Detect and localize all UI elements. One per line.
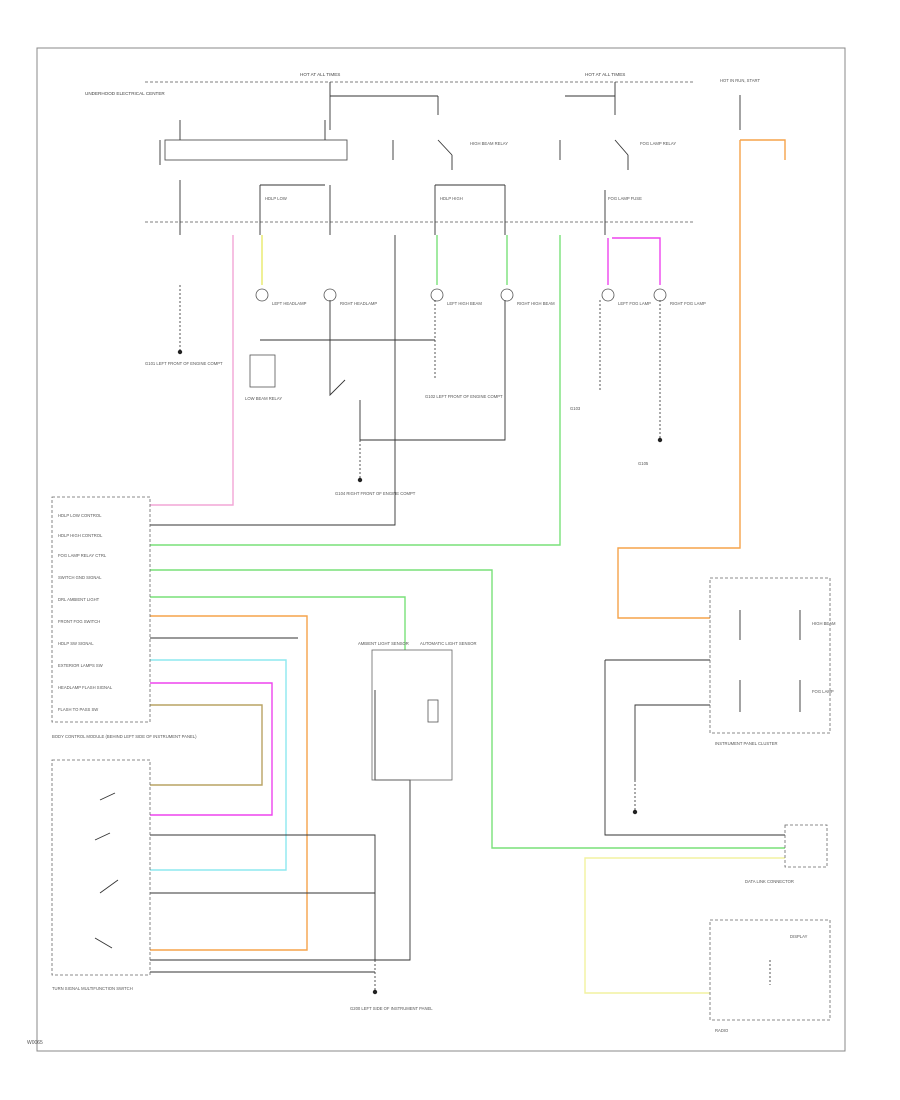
lamp-left-fog <box>601 288 615 302</box>
relay-switch-1 <box>437 139 453 156</box>
wire-black-return <box>359 300 506 441</box>
footer-code: W0065 <box>27 1040 43 1046</box>
relay-box-label-low: LOW BEAM RELAY <box>245 396 282 401</box>
bcm-pin-8: EXTERIOR LAMPS SW <box>58 663 103 668</box>
wire-green-bcm-fog <box>150 235 561 546</box>
relay-box-low <box>249 354 276 388</box>
hot-in-run-label: HOT IN RUN, START <box>720 78 760 83</box>
switch-label: TURN SIGNAL MULTIFUNCTION SWITCH <box>52 986 133 991</box>
dlc-label: DATA LINK CONNECTOR <box>745 879 794 884</box>
relay-switch-2 <box>614 139 629 156</box>
radio-label: RADIO <box>715 1028 729 1033</box>
bcm-pin-3: FOG LAMP RELAY CTRL <box>58 553 107 558</box>
hot-label-2: HOT AT ALL TIMES <box>585 72 625 77</box>
wire-black-ipc-2 <box>604 660 785 836</box>
ground-dot-7 <box>372 989 378 995</box>
bcm-pin-5: DRL AMBIENT LIGHT <box>58 597 100 602</box>
ground-label-2: G102 LEFT FRONT OF ENGINE COMPT <box>425 394 503 399</box>
switch-box <box>51 759 151 976</box>
wire-magenta-switch <box>150 682 273 816</box>
fuse-label-3: FOG LAMP FUSE <box>608 196 642 201</box>
sensor-label-1: AMBIENT LIGHT SENSOR <box>358 641 409 646</box>
lamp-right-low <box>323 288 337 302</box>
wire-tan <box>150 704 263 786</box>
ground-label-3: G104 RIGHT FRONT OF ENGINE COMPT <box>335 491 416 496</box>
lamp-label-4: RIGHT HIGH BEAM <box>517 301 555 306</box>
wire-green-bcm-dlc <box>150 569 785 849</box>
bcm-pin-1: HDLP LOW CONTROL <box>58 513 102 518</box>
ipc-internal <box>739 610 801 712</box>
display-label: DISPLAY <box>790 934 808 939</box>
relay-label-2: FOG LAMP RELAY <box>640 141 676 146</box>
lamp-left-low <box>255 288 269 302</box>
radio-box <box>709 919 831 1021</box>
switch-contact-4 <box>94 937 113 949</box>
lamp-right-high <box>500 288 514 302</box>
wire-green-sensor <box>150 596 406 650</box>
ipc-indicator-2: FOG LAMP <box>812 689 834 694</box>
ipc-indicator-1: HIGH BEAM <box>812 621 836 626</box>
ground-dot-3 <box>357 477 363 483</box>
lamp-left-high <box>430 288 444 302</box>
dlc-box <box>784 824 828 868</box>
lamp-label-1: LEFT HEADLAMP <box>272 301 307 306</box>
lamp-label-3: LEFT HIGH BEAM <box>447 301 482 306</box>
bcm-pin-10: FLASH TO PASS SW <box>58 707 98 712</box>
wire-pink-bcm <box>150 235 234 506</box>
wire-black-ipc-3 <box>634 704 710 780</box>
lamp-label-2: RIGHT HEADLAMP <box>340 301 377 306</box>
hot-label-1: HOT AT ALL TIMES <box>300 72 340 77</box>
fuse-block-label: UNDERHOOD ELECTRICAL CENTER <box>85 91 165 96</box>
lamp-right-fog <box>653 288 667 302</box>
wire-black-bcm-2 <box>150 235 396 526</box>
switch-contact-1 <box>99 792 116 801</box>
wire-orange-ipc <box>617 140 741 619</box>
sensor-label-2: AUTOMATIC LIGHT SENSOR <box>420 641 477 646</box>
wire-black-switch-1 <box>150 834 376 960</box>
fuse-element <box>164 139 348 161</box>
sensor-box <box>371 649 453 781</box>
wire-black-relay <box>329 300 346 397</box>
fuse-label-2: HDLP HIGH <box>440 196 463 201</box>
switch-contact-2 <box>94 832 111 841</box>
ground-label-bottom: G200 LEFT SIDE OF INSTRUMENT PANEL <box>350 1006 433 1011</box>
ground-dot-5 <box>657 437 663 443</box>
bcm-pin-6: FRONT FOG SWITCH <box>58 619 100 624</box>
sensor-element <box>427 699 439 723</box>
wire-magenta-1 <box>612 237 661 285</box>
bcm-pin-7: HDLP SW SIGNAL <box>58 641 94 646</box>
bcm-pin-9: HEADLAMP FLASH SIGNAL <box>58 685 113 690</box>
ground-label-5: G105 <box>638 461 649 466</box>
wire-orange-ign <box>740 139 786 160</box>
wire-black-sensor <box>150 690 411 961</box>
bcm-pin-2: HDLP HIGH CONTROL <box>58 533 103 538</box>
lamp-label-5: LEFT FOG LAMP <box>618 301 651 306</box>
ground-label-4: G103 <box>570 406 581 411</box>
ground-dot-6 <box>632 809 638 815</box>
ground-dot-1 <box>177 349 183 355</box>
relay-label-1: HIGH BEAM RELAY <box>470 141 508 146</box>
wire-lightyellow <box>584 857 785 994</box>
lamp-label-6: RIGHT FOG LAMP <box>670 301 706 306</box>
bcm-label: BODY CONTROL MODULE (BEHIND LEFT SIDE OF… <box>52 734 197 739</box>
diagram-border <box>36 47 846 1052</box>
bcm-pin-4: SWITCH GND SIGNAL <box>58 575 102 580</box>
ground-label-1: G101 LEFT FRONT OF ENGINE COMPT <box>145 361 223 366</box>
bcm-box <box>51 496 151 723</box>
ipc-box <box>709 577 831 734</box>
fuse-label-1: HDLP LOW <box>265 196 287 201</box>
wire-cyan <box>150 659 287 871</box>
ipc-label: INSTRUMENT PANEL CLUSTER <box>715 741 778 746</box>
switch-contact-3 <box>99 879 119 894</box>
wire-orange-switch <box>150 615 308 951</box>
